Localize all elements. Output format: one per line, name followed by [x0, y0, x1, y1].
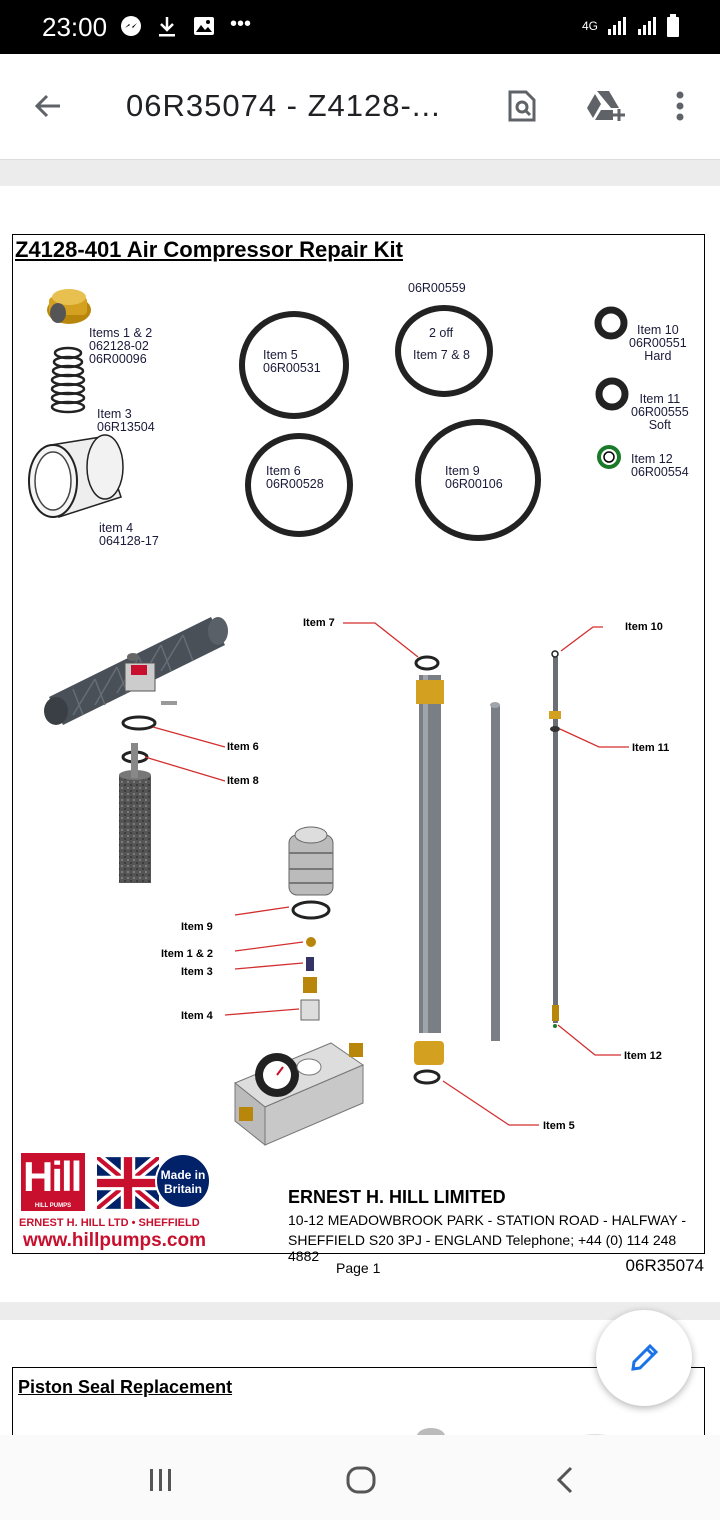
part-item-12-oring [597, 445, 621, 469]
signal-icon [608, 17, 626, 35]
hill-tagline: ERNEST H. HILL LTD • SHEFFIELD [19, 1217, 200, 1229]
pdf-viewer[interactable]: Z4128-401 Air Compressor Repair Kit [0, 160, 720, 1435]
union-flag-icon [97, 1157, 159, 1209]
status-notification-icons: ••• [120, 13, 252, 39]
arrow-back-icon [34, 94, 60, 118]
back-button[interactable] [24, 82, 72, 130]
back-chevron-icon [556, 1466, 573, 1494]
label-item-7-8: Item 7 & 8 [413, 348, 470, 362]
callout-item-11: Item 11 [632, 742, 670, 754]
home-button[interactable] [336, 1455, 386, 1505]
page-gap [0, 160, 720, 186]
callout-item-7: Item 7 [303, 617, 335, 629]
label-item-11: Item 11 06R00555 Soft [631, 392, 689, 432]
battery-icon [667, 14, 679, 37]
hill-pumps-strip [21, 1203, 85, 1211]
callout-item-4: Item 4 [181, 1010, 213, 1022]
drawing-frame-2: Piston Seal Replacement [12, 1367, 705, 1435]
edit-fab-button[interactable] [596, 1310, 692, 1406]
part-item-5-oring [239, 311, 349, 419]
callout-item-12: Item 12 [624, 1050, 662, 1062]
page-2-title: Piston Seal Replacement [18, 1377, 233, 1397]
callout-item-1-2: Item 1 & 2 [161, 948, 213, 960]
add-to-drive-button[interactable] [582, 82, 630, 130]
part-item-11-oring [595, 377, 629, 411]
gauge-block-drawing [234, 1042, 365, 1147]
download-icon [159, 17, 175, 37]
label-item-6: Item 6 06R00528 [266, 464, 324, 491]
callout-item-6: Item 6 [227, 741, 259, 753]
hill-website: www.hillpumps.com [23, 1230, 206, 1251]
callout-item-3: Item 3 [181, 966, 213, 978]
signal-icon-2 [638, 17, 656, 35]
callout-item-10: Item 10 [625, 621, 663, 633]
document-code: 06R35074 [625, 1256, 704, 1275]
more-vert-icon [676, 91, 684, 121]
label-06R00559: 06R00559 [408, 281, 466, 295]
valve-body-drawing [288, 826, 334, 1021]
back-nav-button[interactable] [540, 1455, 590, 1505]
part-item-3-spring [50, 346, 86, 414]
recent-apps-button[interactable] [136, 1455, 186, 1505]
part-item-7-8-oring [395, 305, 493, 397]
made-in-text: Made in [160, 1168, 206, 1182]
parts-diagram [28, 289, 629, 1147]
page-2-parts-preview [417, 1428, 606, 1435]
pencil-icon [631, 1343, 659, 1371]
address-line-1: 10-12 MEADOWBROOK PARK - STATION ROAD - … [288, 1212, 687, 1228]
document-title: 06R35074 - Z4128-... [126, 88, 441, 123]
app-bar: 06R35074 - Z4128-... [0, 54, 720, 160]
pump-barrel-drawing [413, 655, 444, 1085]
pump-rod-drawing [490, 702, 500, 1041]
find-in-page-icon [508, 90, 536, 122]
hill-logo-text: Hill [23, 1153, 82, 1200]
status-system-icons: 4G [582, 14, 680, 38]
add-to-drive-icon [587, 91, 625, 121]
part-item-6-oring [245, 433, 353, 537]
label-item-9: Item 9 06R00106 [445, 464, 503, 491]
part-item-10-oring [594, 306, 628, 340]
find-in-document-button[interactable] [498, 82, 546, 130]
pdf-page-1: Z4128-401 Air Compressor Repair Kit [0, 186, 720, 1302]
drawing-title: Z4128-401 Air Compressor Repair Kit [15, 237, 403, 262]
made-in-britain-badge: Made in Britain [155, 1153, 211, 1209]
address-line-2: SHEFFIELD S20 3PJ - ENGLAND Telephone; +… [288, 1232, 677, 1264]
status-bar: 23:00 ••• 4G [0, 0, 720, 54]
status-time: 23:00 [42, 12, 108, 42]
system-nav-bar [0, 1435, 720, 1520]
hill-logo: Hill [21, 1153, 85, 1205]
callout-item-8: Item 8 [227, 775, 259, 787]
label-item-3: Item 3 06R13504 [97, 407, 155, 434]
hill-pumps-label: HILL PUMPS [34, 1203, 72, 1209]
drawing-frame: Z4128-401 Air Compressor Repair Kit [12, 234, 705, 1264]
label-item-10: Item 10 06R00551 Hard [629, 323, 687, 363]
britain-text: Britain [163, 1182, 202, 1196]
label-item-12: Item 12 06R00554 [631, 452, 689, 479]
image-icon [194, 17, 214, 35]
part-item-4-sleeve [28, 434, 124, 518]
page-number: Page 1 [336, 1260, 381, 1276]
label-items-1-2: Items 1 & 2 062128-02 06R00096 [89, 326, 153, 366]
more-notifications-icon: ••• [230, 13, 252, 35]
callout-item-9: Item 9 [181, 921, 213, 933]
piston-rod-drawing [549, 650, 561, 1028]
recent-apps-icon [150, 1469, 171, 1491]
pump-handle-drawing [44, 617, 228, 883]
label-item-5: Item 5 06R00531 [263, 348, 321, 375]
label-item-4: item 4 064128-17 [99, 521, 159, 548]
callout-lines [144, 622, 629, 1126]
callout-item-5: Item 5 [543, 1120, 575, 1132]
more-options-button[interactable] [656, 82, 704, 130]
company-name: ERNEST H. HILL LIMITED [288, 1187, 506, 1207]
label-2-off: 2 off [429, 326, 454, 340]
home-icon [346, 1466, 376, 1494]
part-item-9-oring [415, 419, 541, 541]
messenger-icon [121, 16, 141, 36]
network-type: 4G [581, 19, 598, 33]
part-item-1-2-valve [47, 289, 91, 324]
